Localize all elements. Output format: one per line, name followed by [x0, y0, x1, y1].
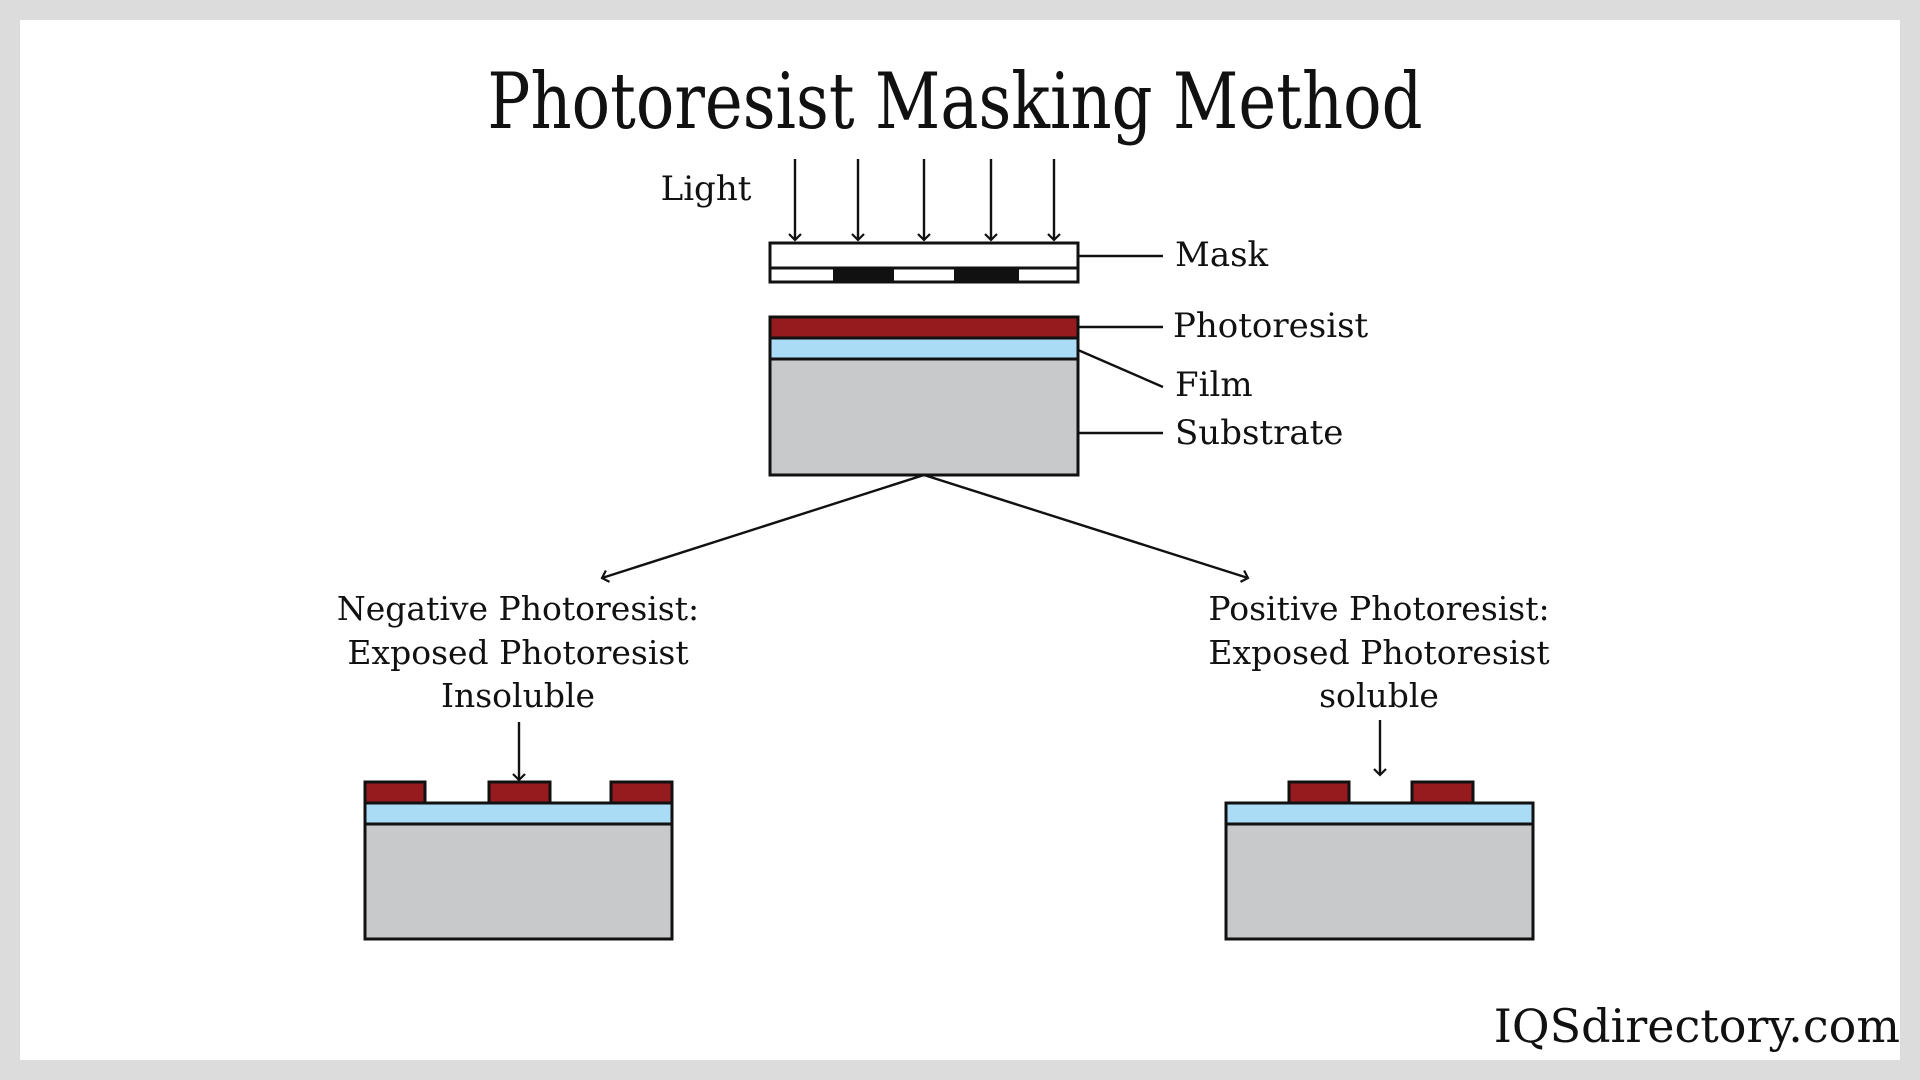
- background-panel: [20, 20, 1900, 1060]
- wafer-stack: [768, 315, 1080, 477]
- negative-result-stack: [363, 780, 674, 941]
- substrate-label: Substrate: [1175, 413, 1343, 453]
- caption-line: soluble: [1319, 676, 1439, 715]
- film-label: Film: [1175, 365, 1253, 405]
- photoresist-layer: [768, 315, 1080, 340]
- caption-line: Positive Photoresist:: [1208, 589, 1549, 628]
- film-layer: [768, 336, 1080, 361]
- mask-opaque-region: [833, 268, 894, 282]
- mask-label: Mask: [1175, 235, 1269, 275]
- caption-line: Negative Photoresist:: [337, 589, 699, 628]
- mask: [768, 241, 1080, 284]
- positive-result-stack: [1224, 780, 1535, 941]
- brand-watermark: IQSdirectory.com: [1494, 999, 1900, 1053]
- caption-line: Exposed Photoresist: [1208, 633, 1549, 672]
- caption-line: Insoluble: [441, 676, 595, 715]
- film-leader-line: [1077, 348, 1164, 389]
- branch-arrow-negative-icon: [600, 473, 925, 583]
- light-label: Light: [661, 169, 752, 209]
- photoresist-label: Photoresist: [1173, 306, 1369, 346]
- caption-line: Exposed Photoresist: [347, 633, 688, 672]
- diagram-title: Photoresist Masking Method: [487, 56, 1422, 147]
- light-arrows: [788, 159, 1061, 242]
- negative-caption: Negative Photoresist: Exposed Photoresis…: [337, 589, 699, 715]
- positive-caption: Positive Photoresist: Exposed Photoresis…: [1208, 589, 1549, 715]
- substrate-layer: [768, 357, 1080, 477]
- mask-opaque-region: [954, 268, 1019, 282]
- branch-arrow-positive-icon: [923, 473, 1250, 583]
